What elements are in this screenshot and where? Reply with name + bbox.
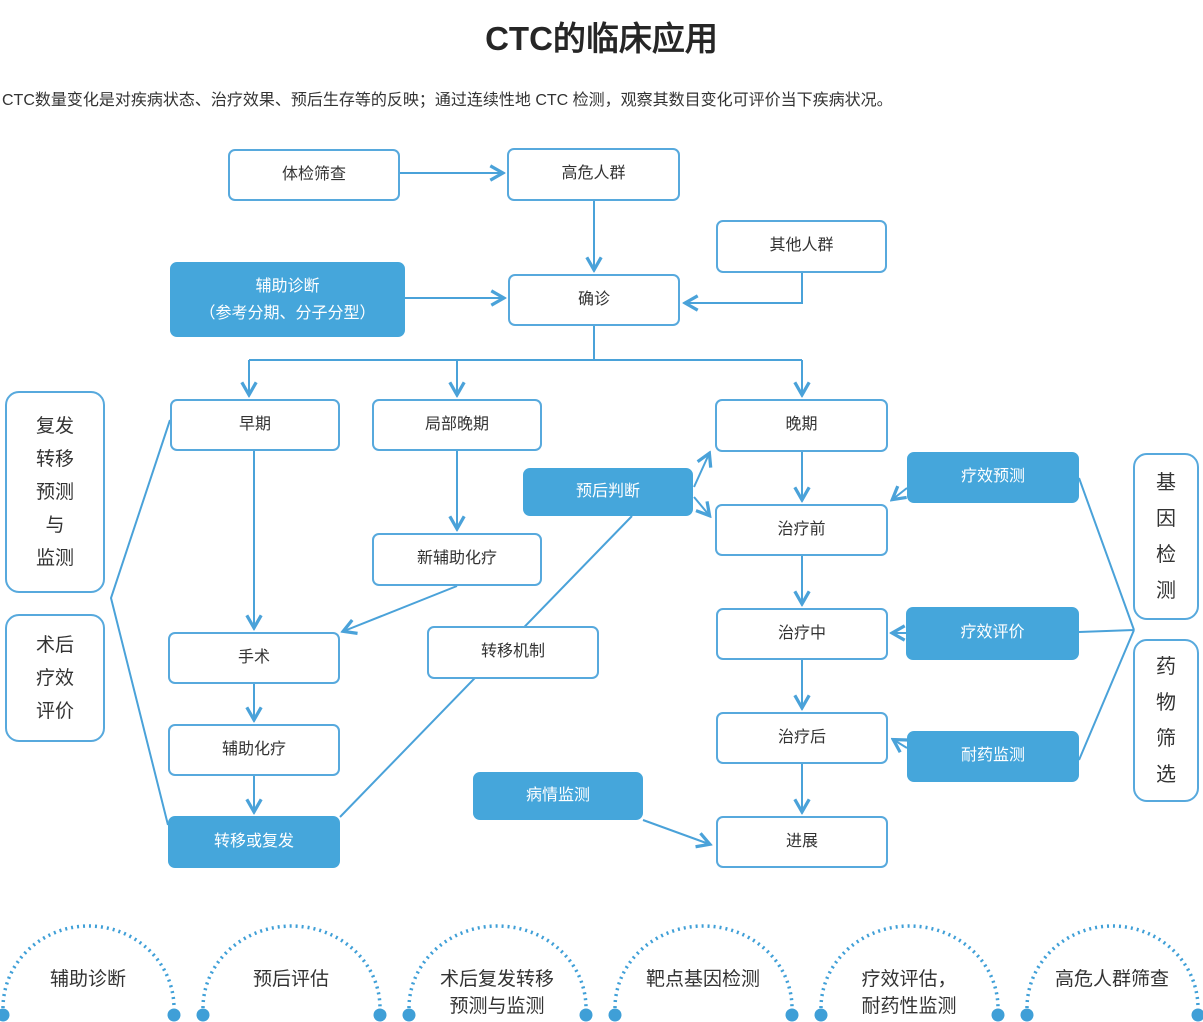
edge-efficacypred-to-pretreatment xyxy=(893,488,908,499)
node-confirmed-diagnosis: 确诊 xyxy=(508,274,680,326)
arc-3 xyxy=(407,924,588,1009)
bottom-arcs xyxy=(1,924,1200,1009)
arc-4 xyxy=(613,924,794,1009)
bracket-right-convergence xyxy=(1078,477,1135,761)
node-early-stage: 早期 xyxy=(170,399,340,451)
edge-prognosis-to-advanced xyxy=(693,454,709,488)
node-progression: 进展 xyxy=(716,816,888,868)
node-gene-testing: 基 因 检 测 xyxy=(1133,453,1199,620)
page-title: CTC的临床应用 xyxy=(485,20,718,57)
node-pre-treatment: 治疗前 xyxy=(715,504,888,556)
node-locally-advanced: 局部晚期 xyxy=(372,399,542,451)
arc-label-prognosis-evaluation: 预后评估 xyxy=(252,969,329,990)
bracket-left-convergence xyxy=(109,419,171,826)
node-efficacy-prediction: 疗效预测 xyxy=(907,452,1079,503)
node-surgery: 手术 xyxy=(168,632,340,684)
arc-label-aux-diagnosis: 辅助诊断 xyxy=(49,969,126,990)
node-other-population: 其他人群 xyxy=(716,220,887,273)
node-relapse-metastasis-prediction: 复发 转移 预测 与 监测 xyxy=(5,391,105,593)
node-adjuvant-chemo: 辅助化疗 xyxy=(168,724,340,776)
node-prognosis-judgment: 预后判断 xyxy=(523,468,693,516)
arc-label-postop-relapse-prediction: 术后复发转移 预测与监测 xyxy=(439,969,554,1017)
page-subtitle: CTC数量变化是对疾病状态、治疗效果、预后生存等的反映；通过连续性地 CTC 检… xyxy=(2,92,893,109)
arc-end-dots xyxy=(0,1008,1203,1022)
edge-prognosis-to-pretreatment xyxy=(693,496,709,515)
arc-label-highrisk-screening: 高危人群筛查 xyxy=(1054,969,1169,990)
node-advanced-stage: 晚期 xyxy=(715,399,888,452)
edge-resistance-to-posttreatment xyxy=(894,740,907,748)
edge-neoadjuvant-to-surgery xyxy=(344,585,458,631)
flow-connectors xyxy=(109,173,1135,844)
node-metastasis-or-relapse: 转移或复发 xyxy=(168,816,340,868)
edge-monitoring-to-progression xyxy=(642,819,709,844)
node-drug-screening: 药 物 筛 选 xyxy=(1133,639,1199,802)
node-metastasis-mechanism: 转移机制 xyxy=(427,626,599,679)
node-disease-monitoring: 病情监测 xyxy=(473,772,643,820)
arc-2 xyxy=(201,924,382,1009)
node-drug-resistance-monitoring: 耐药监测 xyxy=(907,731,1079,782)
node-efficacy-evaluation: 疗效评价 xyxy=(906,607,1079,660)
node-in-treatment: 治疗中 xyxy=(716,608,888,660)
node-post-treatment: 治疗后 xyxy=(716,712,888,764)
arc-label-efficacy-resistance-monitoring: 疗效评估， 耐药性监测 xyxy=(861,969,957,1017)
node-neoadjuvant-chemo: 新辅助化疗 xyxy=(372,533,542,586)
node-aux-diagnosis: 辅助诊断 （参考分期、分子分型） xyxy=(170,262,405,337)
node-high-risk-population: 高危人群 xyxy=(507,148,680,201)
arc-5 xyxy=(819,924,1000,1009)
node-postop-efficacy-evaluation: 术后 疗效 评价 xyxy=(5,614,105,742)
arc-label-target-gene-testing: 靶点基因检测 xyxy=(645,969,760,990)
node-physical-screening: 体检筛查 xyxy=(228,149,400,201)
edge-other-to-confirmed xyxy=(686,273,803,303)
edge-confirmed-split xyxy=(249,326,802,361)
